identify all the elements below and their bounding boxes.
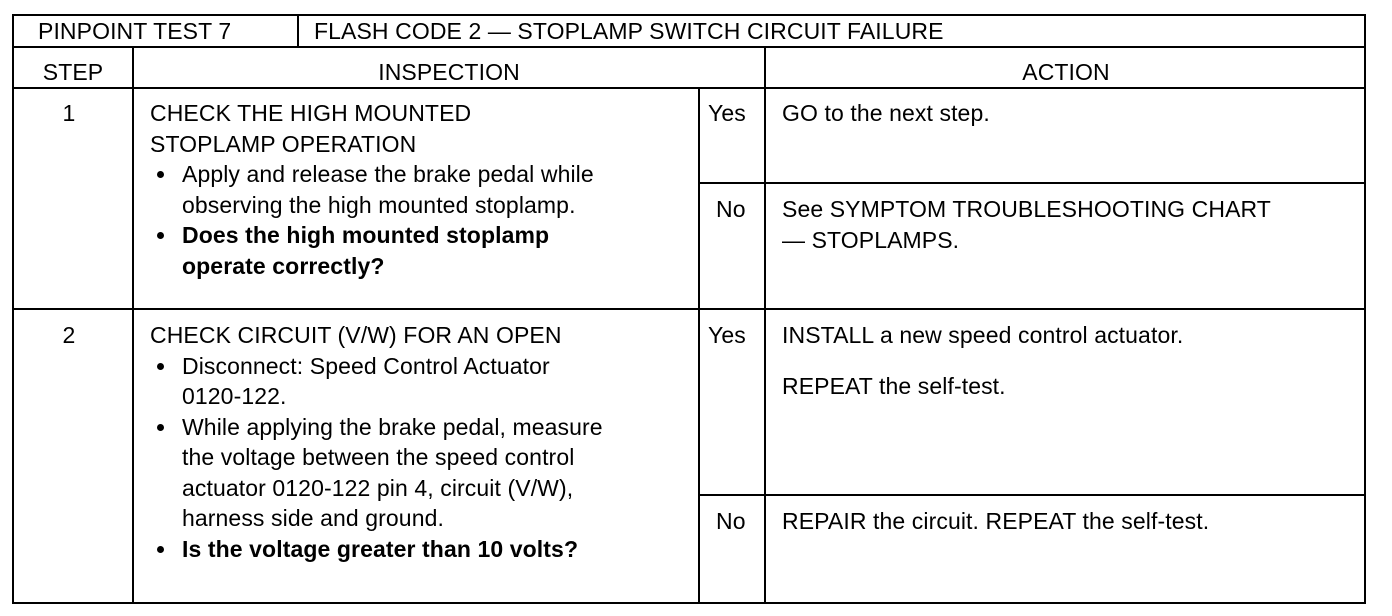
- question-line: operate correctly?: [182, 252, 385, 279]
- step-inspection: CHECK THE HIGH MOUNTED STOPLAMP OPERATIO…: [150, 98, 594, 281]
- step-number: 2: [62, 322, 76, 348]
- column-header-inspection: INSPECTION: [378, 59, 520, 85]
- yes-action-followup: REPEAT the self-test.: [782, 371, 1006, 402]
- column-header-step: STEP: [42, 59, 104, 85]
- instruction-line: While applying the brake pedal, measure: [182, 413, 603, 440]
- header-id-divider: [297, 14, 299, 47]
- inspection-list: Disconnect: Speed Control Actuator 0120-…: [150, 351, 603, 565]
- inspection-instruction: While applying the brake pedal, measure …: [150, 412, 603, 534]
- inspection-list: Apply and release the brake pedal while …: [150, 159, 594, 281]
- instruction-line: harness side and ground.: [182, 505, 444, 531]
- step-number: 1: [62, 100, 76, 126]
- no-action: See SYMPTOM TROUBLESHOOTING CHART — STOP…: [782, 194, 1271, 255]
- step2-yes-no-divider: [698, 494, 1366, 496]
- instruction-line: the voltage between the speed control: [182, 444, 575, 470]
- column-header-action: ACTION: [1022, 59, 1110, 85]
- inspection-instruction: Apply and release the brake pedal while …: [150, 159, 594, 220]
- action-line: — STOPLAMPS.: [782, 226, 960, 253]
- no-action: REPAIR the circuit. REPEAT the self-test…: [782, 506, 1209, 537]
- answer-column-divider: [698, 87, 700, 604]
- step1-yes-no-divider: [698, 182, 1366, 184]
- instruction-line: actuator 0120-122 pin 4, circuit (V/W),: [182, 474, 574, 501]
- step-divider: [12, 308, 1366, 310]
- answer-no: No: [716, 508, 746, 534]
- inspection-instruction: Disconnect: Speed Control Actuator 0120-…: [150, 351, 603, 412]
- header-divider: [12, 46, 1366, 48]
- inspection-question: Is the voltage greater than 10 volts?: [150, 534, 603, 565]
- instruction-line: Apply and release the brake pedal while: [182, 161, 594, 187]
- inspection-heading: CHECK THE HIGH MOUNTED: [150, 100, 472, 126]
- step-column-divider: [132, 46, 134, 604]
- test-id: PINPOINT TEST 7: [38, 18, 232, 44]
- instruction-line: observing the high mounted stoplamp.: [182, 191, 576, 218]
- action-line: REPAIR the circuit. REPEAT the self-test…: [782, 508, 1210, 534]
- inspection-heading: STOPLAMP OPERATION: [150, 130, 417, 157]
- question-line: Does the high mounted stoplamp: [182, 222, 550, 248]
- instruction-line: 0120-122.: [182, 383, 287, 409]
- action-line: INSTALL a new speed control actuator.: [782, 322, 1184, 348]
- action-line: GO to the next step.: [782, 100, 990, 126]
- yes-action: GO to the next step.: [782, 98, 990, 129]
- yes-action: INSTALL a new speed control actuator.: [782, 320, 1183, 351]
- column-header-divider: [12, 87, 1366, 89]
- question-line: Is the voltage greater than 10 volts?: [182, 535, 579, 562]
- inspection-question: Does the high mounted stoplamp operate c…: [150, 220, 594, 281]
- test-title: FLASH CODE 2 — STOPLAMP SWITCH CIRCUIT F…: [314, 18, 944, 44]
- inspection-heading: CHECK CIRCUIT (V/W) FOR AN OPEN: [150, 322, 562, 348]
- action-line: REPEAT the self-test.: [782, 373, 1006, 399]
- answer-no: No: [716, 196, 746, 222]
- step-inspection: CHECK CIRCUIT (V/W) FOR AN OPEN Disconne…: [150, 320, 603, 564]
- action-line: See SYMPTOM TROUBLESHOOTING CHART: [782, 196, 1271, 222]
- answer-yes: Yes: [708, 100, 746, 126]
- action-column-divider: [764, 46, 766, 604]
- instruction-line: Disconnect: Speed Control Actuator: [182, 352, 550, 379]
- answer-yes: Yes: [708, 322, 746, 348]
